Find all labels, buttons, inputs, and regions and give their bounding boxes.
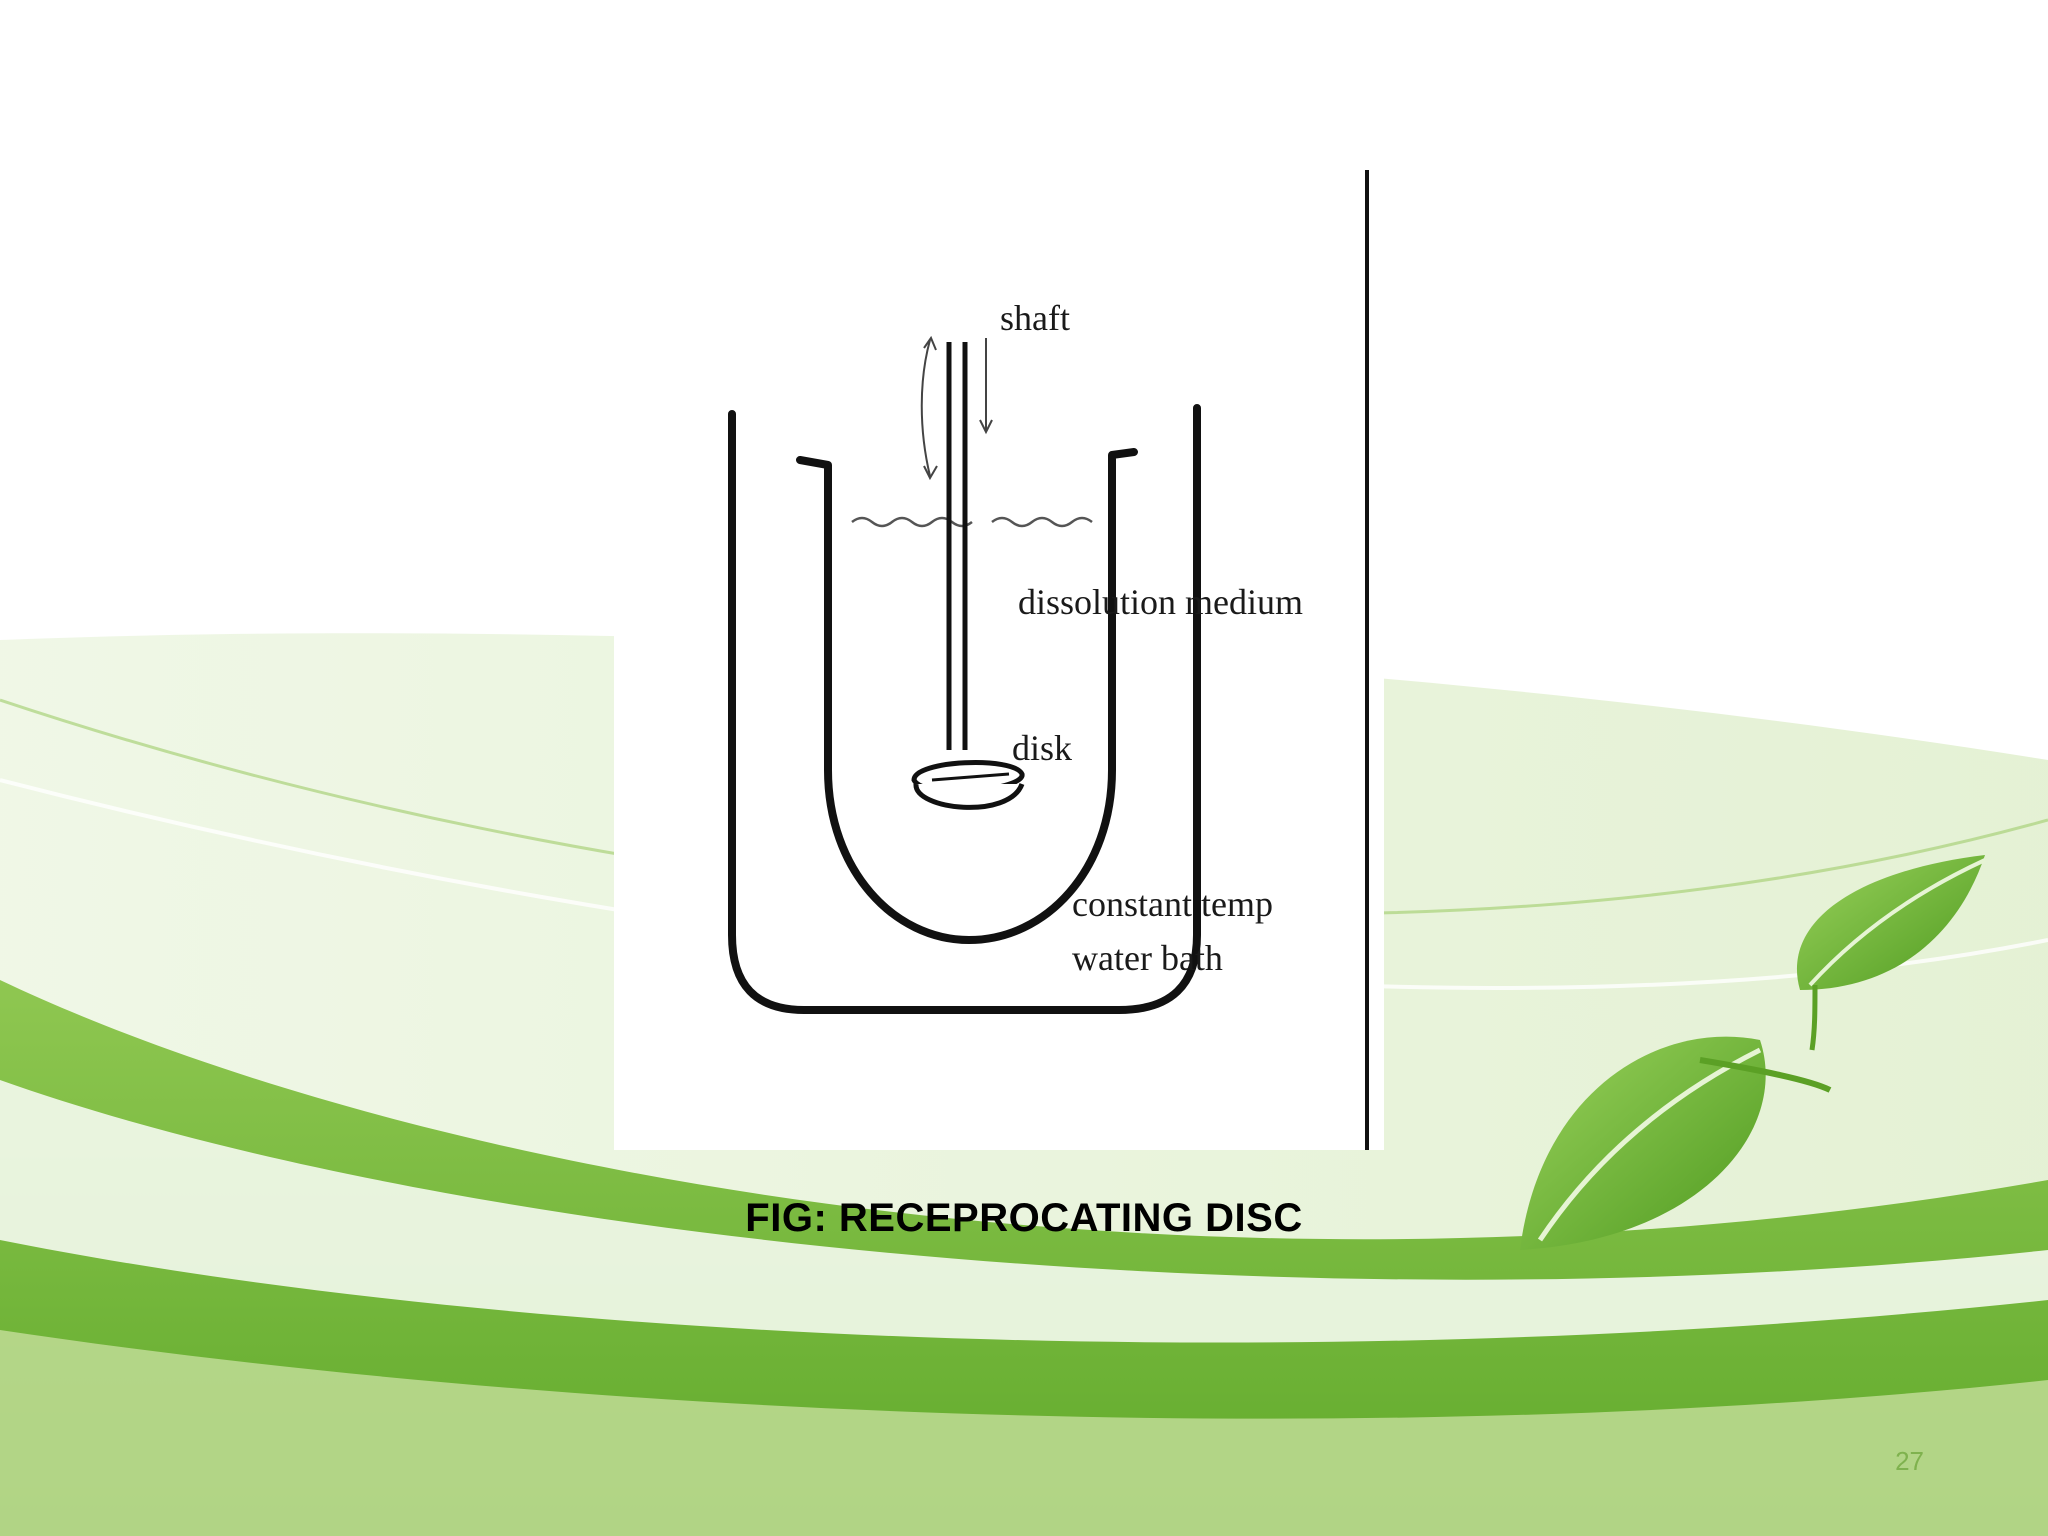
- figure-panel: shaft dissolution medium disk constant t…: [614, 170, 1384, 1150]
- inner-vessel: [796, 448, 1138, 944]
- disk-label: disk: [1012, 728, 1073, 768]
- light-bottom-wave: [0, 1330, 2048, 1536]
- leaf-icon: [1796, 855, 1986, 1051]
- outer-vessel: [728, 404, 1201, 1014]
- shaft-label: shaft: [1000, 298, 1070, 338]
- disk: [911, 760, 1025, 810]
- figure-caption: FIG: RECEPROCATING DISC: [745, 1196, 1303, 1240]
- leaf-icon: [1520, 1036, 1832, 1250]
- water-bath-label-line1: constant temp: [1072, 884, 1273, 924]
- water-bath-label-line2: water bath: [1072, 938, 1223, 978]
- liquid-surface: [851, 516, 1093, 528]
- reciprocating-disc-diagram: [728, 170, 1369, 1150]
- white-swoosh: [0, 1080, 2048, 1343]
- page-number: 27: [1895, 1446, 1924, 1476]
- reciprocating-arrow-icon: [920, 335, 993, 481]
- dissolution-medium-label: dissolution medium: [1018, 582, 1304, 622]
